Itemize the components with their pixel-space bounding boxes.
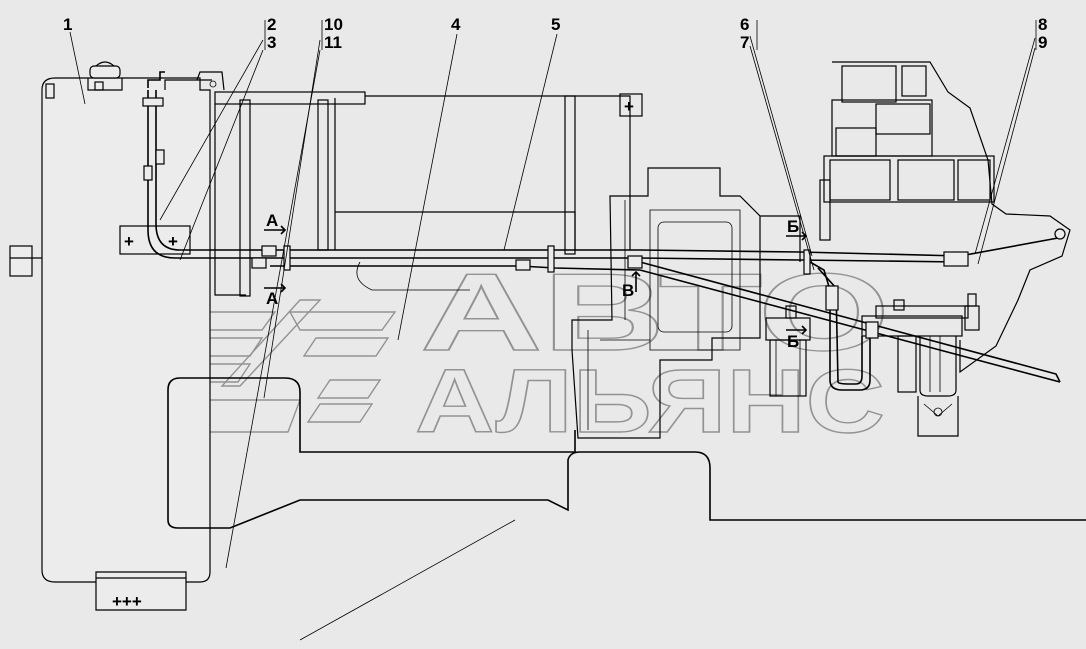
section-markers: А А Б Б В bbox=[264, 211, 808, 351]
tank-plus-left: + bbox=[124, 232, 134, 251]
callout-1: 1 bbox=[63, 15, 72, 34]
engine-block bbox=[819, 61, 1071, 374]
tank-plus-right: + bbox=[168, 232, 178, 251]
callout-11: 11 bbox=[324, 33, 342, 52]
bottom-plus-marks: +++ bbox=[112, 592, 142, 611]
section-v: В bbox=[622, 281, 634, 300]
gearbox bbox=[571, 167, 801, 439]
callout-numbers: 1 2 3 10 11 4 5 6 7 8 9 bbox=[63, 15, 1047, 52]
leader-lines bbox=[69, 20, 1037, 641]
tank-bracket: + + bbox=[119, 225, 191, 255]
fuel-lines bbox=[142, 71, 1066, 391]
frame-outline: + bbox=[167, 91, 1086, 529]
callout-8: 8 bbox=[1038, 15, 1047, 34]
watermark: АВТО АЛЬЯНС bbox=[174, 250, 891, 453]
section-a-top: А bbox=[266, 211, 278, 230]
section-a-bottom: А bbox=[266, 289, 278, 308]
frame-plus: + bbox=[624, 97, 634, 116]
callout-10: 10 bbox=[324, 15, 343, 34]
watermark-line2: АЛЬЯНС bbox=[415, 352, 885, 452]
callout-3: 3 bbox=[267, 33, 276, 52]
section-b-top: Б bbox=[787, 217, 799, 236]
callout-6: 6 bbox=[740, 15, 749, 34]
callout-5: 5 bbox=[551, 15, 560, 34]
callout-7: 7 bbox=[740, 33, 749, 52]
callout-4: 4 bbox=[451, 15, 461, 34]
callout-9: 9 bbox=[1038, 33, 1047, 52]
section-b-bottom: Б bbox=[787, 332, 799, 351]
watermark-line1: АВТО bbox=[420, 251, 890, 374]
callout-2: 2 bbox=[267, 15, 276, 34]
